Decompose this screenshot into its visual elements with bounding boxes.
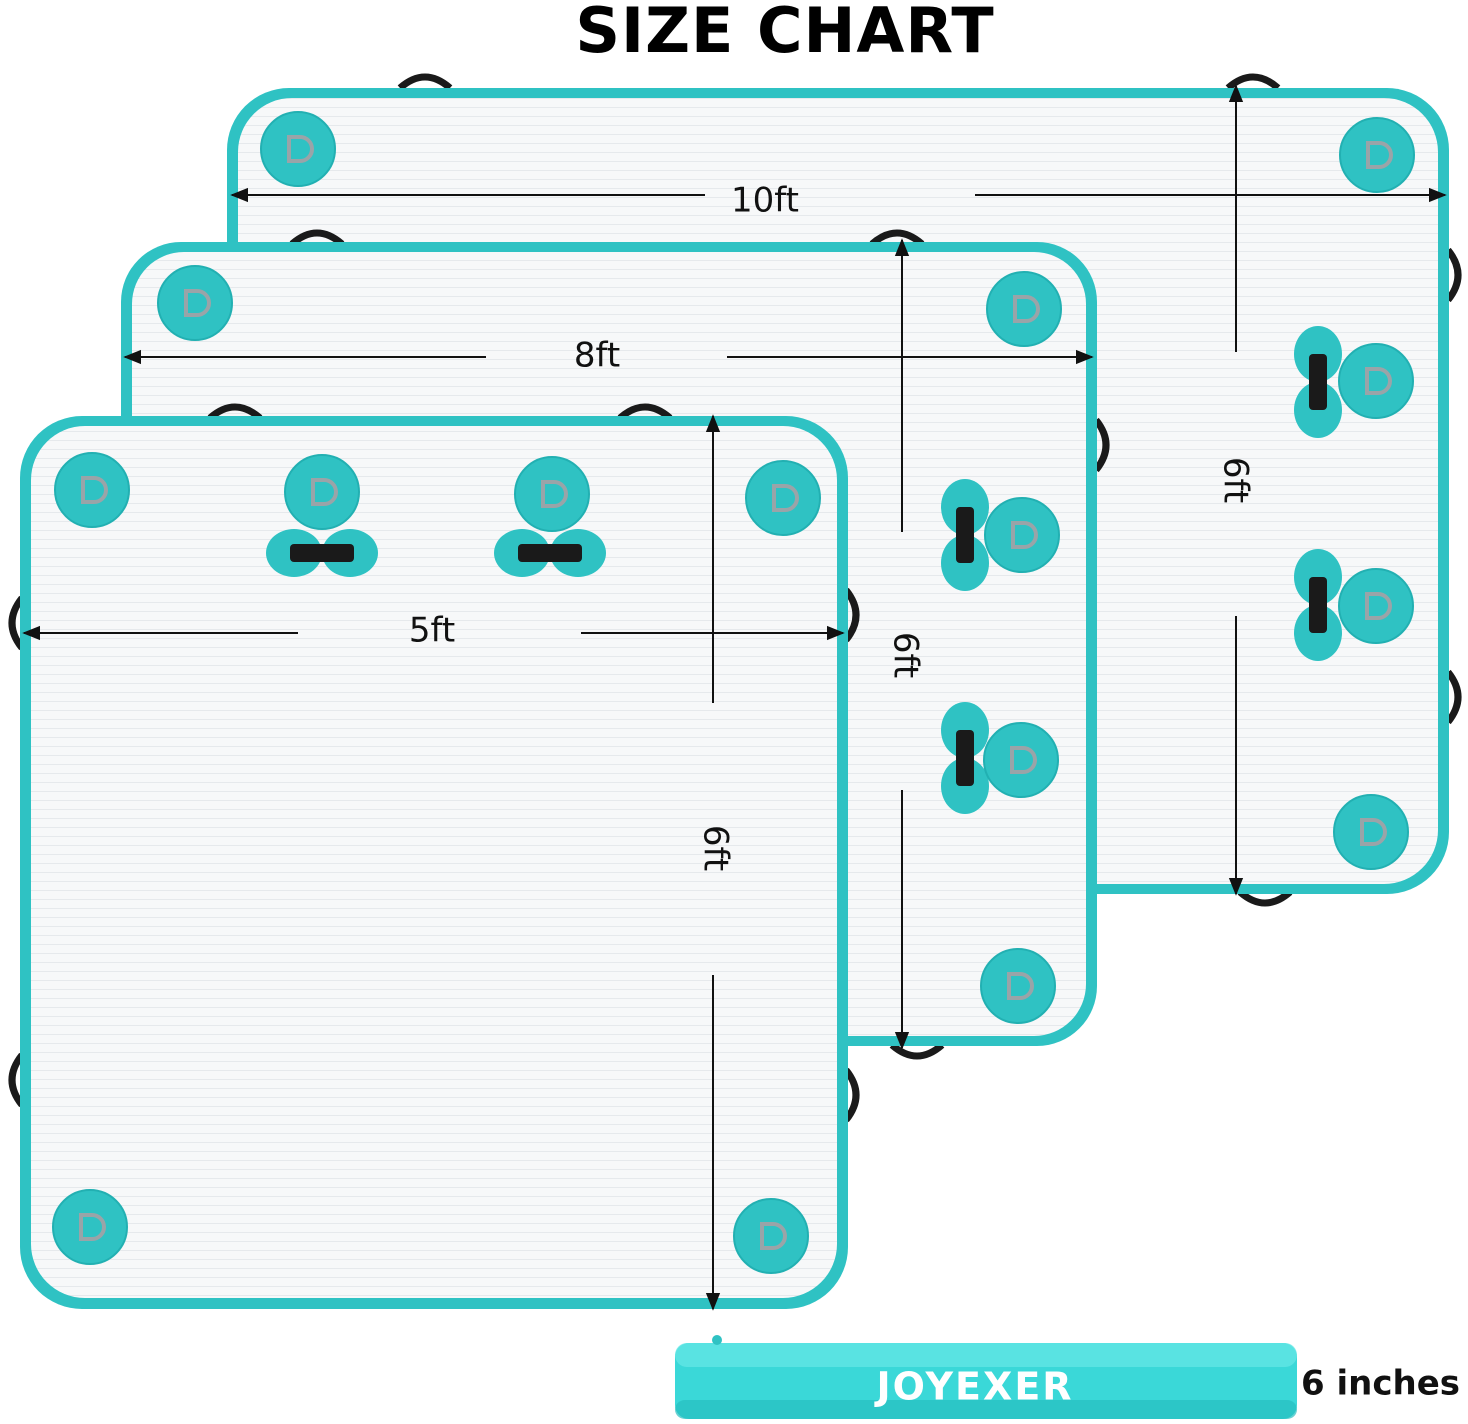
d-ring-icon xyxy=(53,451,131,529)
strap-loop-icon xyxy=(8,595,25,651)
valve-icon xyxy=(712,1335,722,1345)
strap-loop-icon xyxy=(889,1042,945,1060)
small-mat: 5ft 6ft xyxy=(8,403,860,1311)
d-ring-icon xyxy=(985,270,1063,348)
carry-handle-icon xyxy=(941,479,989,591)
strap-loop-icon xyxy=(617,403,673,421)
d-ring-icon xyxy=(982,721,1060,799)
strap-loop-icon xyxy=(397,73,453,91)
large-mat-length-label: 6ft xyxy=(1216,457,1256,503)
medium-mat-width-label: 8ft xyxy=(574,336,620,376)
d-ring-icon xyxy=(259,110,337,188)
strap-loop-icon xyxy=(869,229,925,247)
strap-loop-icon xyxy=(207,403,263,421)
small-mat-width-label: 5ft xyxy=(409,611,455,651)
d-ring-icon xyxy=(1337,567,1415,645)
carry-handle-icon xyxy=(941,702,989,814)
brand-label: JOYEXER xyxy=(873,1365,1073,1409)
d-ring-icon xyxy=(51,1188,129,1266)
medium-mat-length-label: 6ft xyxy=(886,632,926,678)
d-ring-icon xyxy=(744,459,822,537)
strap-loop-icon xyxy=(1093,417,1110,473)
thickness-label: 6 inches xyxy=(1301,1364,1460,1404)
d-ring-icon xyxy=(732,1197,810,1275)
d-ring-icon xyxy=(283,453,361,531)
strap-loop-icon xyxy=(1237,889,1293,907)
d-ring-icon xyxy=(513,455,591,533)
d-ring-icon xyxy=(983,496,1061,574)
strap-loop-icon xyxy=(1445,247,1462,303)
strap-loop-icon xyxy=(289,229,345,247)
page-title: SIZE CHART xyxy=(575,0,994,67)
d-ring-icon xyxy=(156,264,234,342)
large-mat-width-label: 10ft xyxy=(731,181,799,221)
carry-handle-icon xyxy=(266,529,378,577)
d-ring-icon xyxy=(979,947,1057,1025)
carry-handle-icon xyxy=(1294,326,1342,438)
thickness-indicator: JOYEXER 6 inches xyxy=(675,1335,1460,1419)
small-mat-length-label: 6ft xyxy=(696,825,736,871)
strap-loop-icon xyxy=(8,1052,25,1108)
carry-handle-icon xyxy=(1294,549,1342,661)
d-ring-icon xyxy=(1338,116,1416,194)
strap-loop-icon xyxy=(843,587,860,643)
d-ring-icon xyxy=(1332,793,1410,871)
strap-loop-icon xyxy=(1445,669,1462,725)
d-ring-icon xyxy=(1337,342,1415,420)
carry-handle-icon xyxy=(494,529,606,577)
strap-loop-icon xyxy=(843,1067,860,1123)
